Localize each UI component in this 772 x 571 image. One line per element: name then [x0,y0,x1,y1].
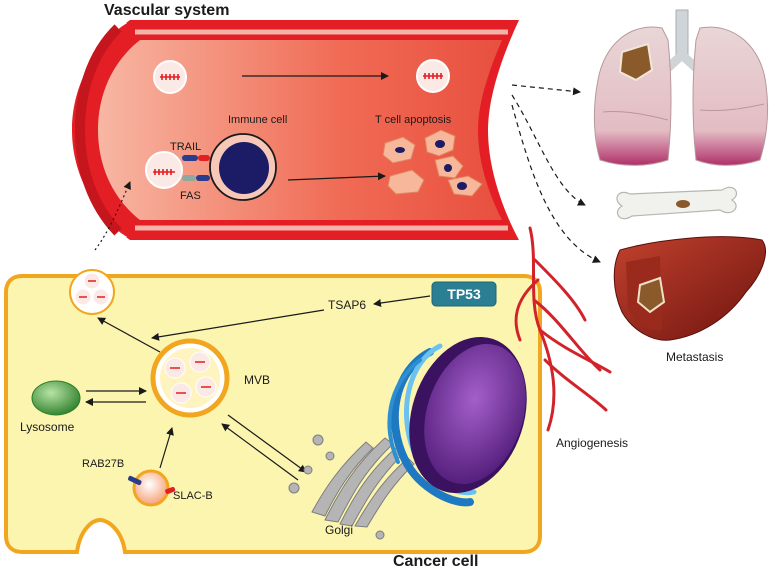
rab27b-label: RAB27B [82,458,124,470]
t-cell-apoptosis-label: T cell apoptosis [375,114,452,126]
apoptosis-arrow [287,172,386,181]
nucleus-icon [409,336,527,494]
golgi-icon [288,434,415,540]
tp53-label: TP53 [447,286,481,302]
immune-cell [209,133,277,201]
trail-receptor [182,155,210,161]
vascular-system-title: Vascular system [104,2,229,19]
angiogenesis-label: Angiogenesis [556,436,628,450]
metastasis-label: Metastasis [666,350,723,364]
angiogenesis-vessels [514,226,612,432]
exosome-icon [416,59,450,93]
liver-icon [613,236,766,341]
exosome-icon [145,151,183,189]
lungs-icon [593,9,769,166]
vesicle-to-mvb-arrow [159,427,174,469]
metastasis-arrows [511,84,601,263]
mvb-to-golgi-arrow [227,414,307,473]
trail-label: TRAIL [170,141,201,153]
lysosome-icon [31,380,81,416]
golgi-to-mvb-arrow [221,423,299,481]
tp53-arrow [373,295,431,307]
golgi-label: Golgi [325,523,353,537]
immune-cell-label: Immune cell [228,114,287,126]
exosome-cluster [69,269,115,315]
tsap6-arrow [151,309,325,341]
blood-vessel [64,18,540,242]
fas-label: FAS [180,190,201,202]
exosome-icon [153,60,187,94]
lysosome-label: Lysosome [20,420,75,434]
cancer-cell-title: Cancer cell [393,553,478,570]
mvb-label: MVB [244,373,270,387]
tsap6-label: TSAP6 [328,298,366,312]
secretory-vesicle [128,469,176,507]
apoptotic-t-cells [382,129,483,197]
mvb-to-membrane-arrow [97,317,161,353]
fas-receptor [182,175,210,181]
tp53-box: TP53 [431,281,497,307]
slac-b-label: SLAC-B [173,490,213,502]
mvb [150,338,230,418]
bone-icon [616,186,737,220]
